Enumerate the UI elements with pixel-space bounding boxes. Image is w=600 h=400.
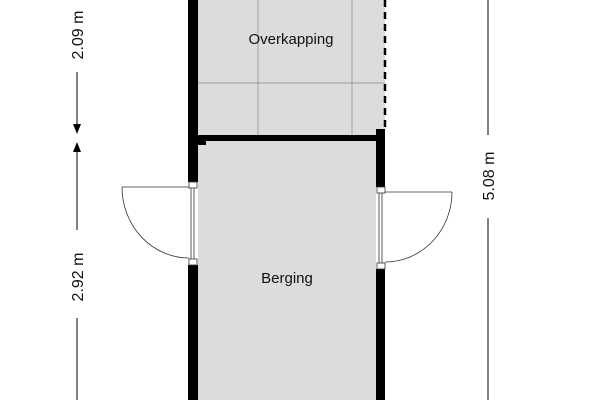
room-label-overkapping: Overkapping <box>248 31 333 48</box>
dimension-total: 5.08 m <box>481 152 498 201</box>
berging-floor <box>198 141 376 400</box>
overkapping-floor <box>198 0 385 135</box>
walls <box>188 0 385 400</box>
dimension-overkapping: 2.09 m <box>70 11 87 60</box>
right-door <box>376 186 453 270</box>
dimension-berging: 2.92 m <box>70 253 87 302</box>
left-door <box>121 181 198 266</box>
arrow-down-icon <box>73 124 81 134</box>
arrow-up-icon <box>73 142 81 152</box>
room-label-berging: Berging <box>261 270 313 287</box>
tile-grid <box>198 0 385 135</box>
